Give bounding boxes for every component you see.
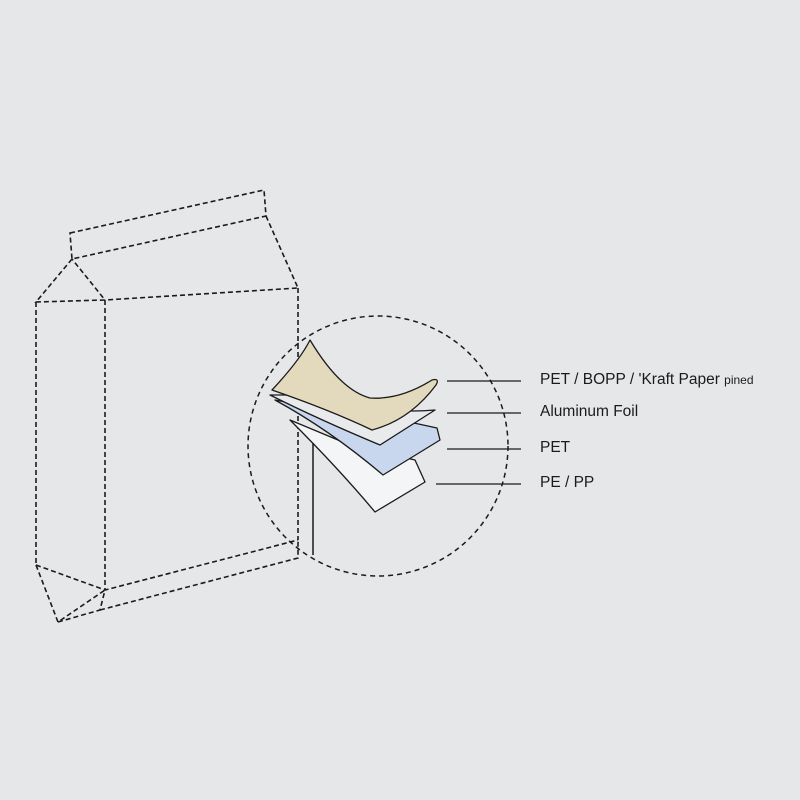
layer-pe-pp: [289, 419, 426, 513]
layer-label-pe-pp: PE / PP: [540, 474, 595, 491]
layer-stack: [269, 339, 441, 513]
layer-kraft: [271, 339, 438, 431]
label-text: PET / BOPP / 'Kraft Paper: [540, 371, 720, 388]
layer-pet: [274, 399, 441, 476]
label-leaders: [436, 380, 521, 485]
bag-outline: [34, 189, 300, 624]
layer-label-pet: PET: [540, 439, 571, 456]
label-suffix: pined: [724, 373, 754, 387]
layer-label-outer: PET / BOPP / 'Kraft Paper pined: [540, 371, 754, 389]
layer-label-foil: Aluminum Foil: [540, 403, 639, 420]
zoom-circle: [247, 315, 509, 577]
